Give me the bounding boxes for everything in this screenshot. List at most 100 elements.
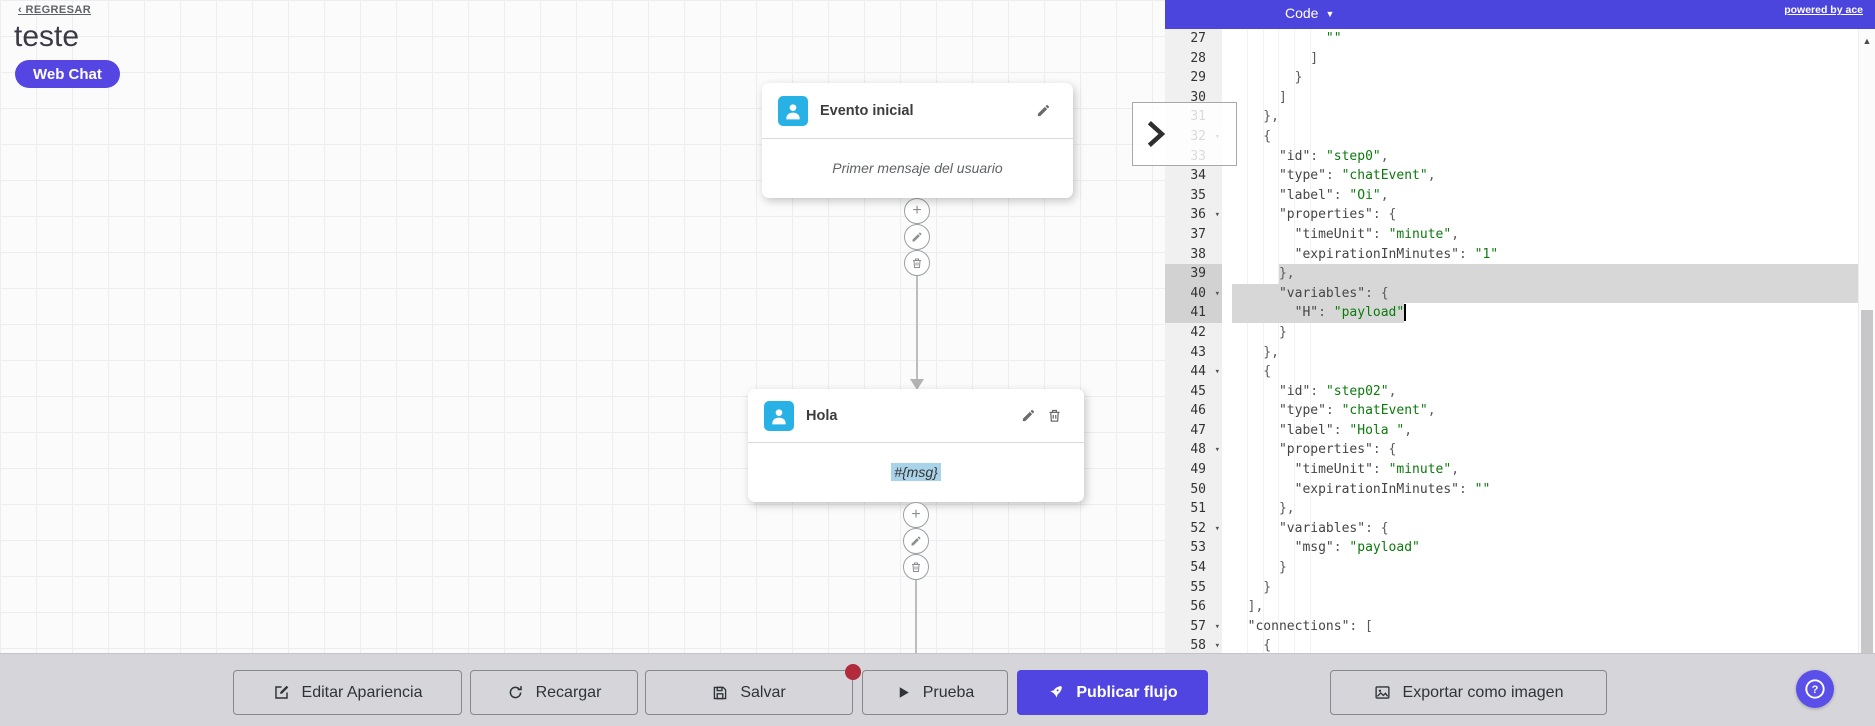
plus-icon: + [912, 201, 922, 219]
bottom-toolbar: Editar Apariencia Recargar Salvar Prueba… [0, 653, 1875, 726]
line-number: 40▾ [1165, 283, 1222, 304]
trash-icon [913, 258, 921, 268]
code-line: 34 "type": "chatEvent", [1165, 166, 1858, 186]
collapse-editor-handle[interactable] [1132, 102, 1237, 166]
fold-caret-icon[interactable]: ▾ [1214, 641, 1220, 652]
pencil-icon [1022, 409, 1035, 422]
line-number: 41 [1165, 303, 1222, 323]
code-line: 53 "msg": "payload" [1165, 538, 1858, 558]
line-number: 43 [1190, 344, 1206, 360]
line-number: 53 [1190, 540, 1206, 556]
channel-badge: Web Chat [15, 60, 120, 88]
node-title: Evento inicial [820, 102, 914, 119]
line-number: 35 [1190, 187, 1206, 203]
back-link[interactable]: ‹ REGRESAR [18, 4, 92, 16]
fold-caret-icon[interactable]: ▾ [1214, 288, 1220, 299]
line-number: 51 [1190, 501, 1206, 517]
line-number: 39 [1165, 264, 1222, 284]
edit-node-button[interactable] [1021, 408, 1036, 423]
pencil-icon [911, 536, 921, 546]
code-editor-panel: 27 ""28 ]29 }30 ]31 },32▾ {33 "id": "ste… [1165, 0, 1875, 653]
editor-mode-dropdown[interactable]: Code ▼ [1285, 5, 1335, 21]
add-step-button[interactable]: + [903, 502, 929, 528]
help-button[interactable]: ? [1796, 670, 1834, 708]
line-number: 28 [1190, 50, 1206, 66]
refresh-icon [509, 686, 522, 699]
code-line: 48▾ "properties": { [1165, 440, 1858, 460]
connector-line [916, 198, 918, 379]
scroll-up-icon[interactable]: ▲ [1862, 36, 1872, 46]
reload-button[interactable]: Recargar [470, 670, 638, 715]
code-line: 33 "id": "step0", [1165, 147, 1858, 167]
chevron-down-icon: ▼ [1325, 9, 1335, 19]
delete-connection-button[interactable] [904, 250, 930, 276]
node-title: Hola [806, 407, 838, 424]
line-number: 42 [1190, 324, 1206, 340]
line-number: 27 [1190, 31, 1206, 46]
code-line: 51 }, [1165, 499, 1858, 519]
flow-title: teste [14, 20, 80, 53]
code-line: 57▾ "connections": [ [1165, 617, 1858, 637]
code-lines: 27 ""28 ]29 }30 ]31 },32▾ {33 "id": "ste… [1165, 29, 1858, 653]
edit-connection-button[interactable] [904, 224, 930, 250]
line-number: 37 [1190, 226, 1206, 242]
add-step-button[interactable]: + [904, 198, 930, 224]
code-line: 42 } [1165, 323, 1858, 343]
code-line: 39 }, [1165, 264, 1858, 284]
code-editor[interactable]: 27 ""28 ]29 }30 ]31 },32▾ {33 "id": "ste… [1165, 29, 1875, 653]
edit-appearance-button[interactable]: Editar Apariencia [233, 670, 462, 715]
line-number: 36▾ [1165, 205, 1222, 225]
node-header: Hola [748, 389, 1084, 443]
delete-connection-button[interactable] [903, 554, 929, 580]
play-icon [899, 687, 909, 698]
code-line: 49 "timeUnit": "minute", [1165, 460, 1858, 480]
save-button[interactable]: Salvar [645, 670, 853, 715]
node-hola[interactable]: Hola #{msg} [748, 389, 1084, 502]
message-variable: #{msg} [891, 462, 941, 481]
code-line: 32▾ { [1165, 127, 1858, 147]
chevron-right-icon [1147, 120, 1166, 148]
fold-caret-icon[interactable]: ▾ [1214, 367, 1220, 378]
line-number: 50 [1190, 481, 1206, 497]
editor-scrollbar[interactable]: ▲ [1858, 29, 1875, 653]
publish-flow-button[interactable]: Publicar flujo [1017, 670, 1208, 715]
line-number: 58▾ [1165, 636, 1222, 653]
export-image-button[interactable]: Exportar como imagen [1330, 670, 1607, 715]
edit-square-icon [274, 685, 288, 699]
node-header: Evento inicial [762, 83, 1073, 139]
line-number: 34 [1190, 168, 1206, 184]
line-number: 54 [1190, 560, 1206, 576]
fold-caret-icon[interactable]: ▾ [1214, 621, 1220, 632]
text-cursor [1404, 304, 1407, 322]
line-number: 30 [1190, 89, 1206, 105]
fold-caret-icon[interactable]: ▾ [1214, 523, 1220, 534]
rocket-icon [1050, 686, 1063, 698]
code-line: 50 "expirationInMinutes": "" [1165, 480, 1858, 500]
fold-caret-icon[interactable]: ▾ [1214, 210, 1220, 221]
line-number: 57▾ [1165, 617, 1222, 637]
line-number: 44▾ [1165, 362, 1222, 382]
line-number: 48▾ [1165, 440, 1222, 460]
powered-by-ace-link[interactable]: powered by ace [1784, 4, 1863, 16]
code-line: 29 } [1165, 68, 1858, 88]
edit-connection-button[interactable] [903, 528, 929, 554]
scrollbar-thumb[interactable] [1861, 310, 1873, 653]
user-icon [764, 400, 794, 431]
code-line: 47 "label": "Hola ", [1165, 421, 1858, 441]
test-button[interactable]: Prueba [862, 670, 1008, 715]
node-body: #{msg} [748, 443, 1084, 500]
code-line: 52▾ "variables": { [1165, 519, 1858, 539]
code-line: 54 } [1165, 558, 1858, 578]
connector-arrow-icon [910, 379, 924, 390]
save-icon [714, 686, 727, 699]
editor-header: Code ▼ powered by ace [1165, 0, 1875, 29]
node-evento-inicial[interactable]: Evento inicial Primer mensaje del usuari… [762, 83, 1073, 198]
line-number: 46 [1190, 403, 1206, 419]
fold-caret-icon[interactable]: ▾ [1214, 445, 1220, 456]
code-line: 30 ] [1165, 88, 1858, 108]
edit-node-button[interactable] [1036, 103, 1051, 118]
line-number: 47 [1190, 422, 1206, 438]
delete-node-button[interactable] [1047, 408, 1062, 423]
code-line: 31 }, [1165, 107, 1858, 127]
code-line: 37 "timeUnit": "minute", [1165, 225, 1858, 245]
